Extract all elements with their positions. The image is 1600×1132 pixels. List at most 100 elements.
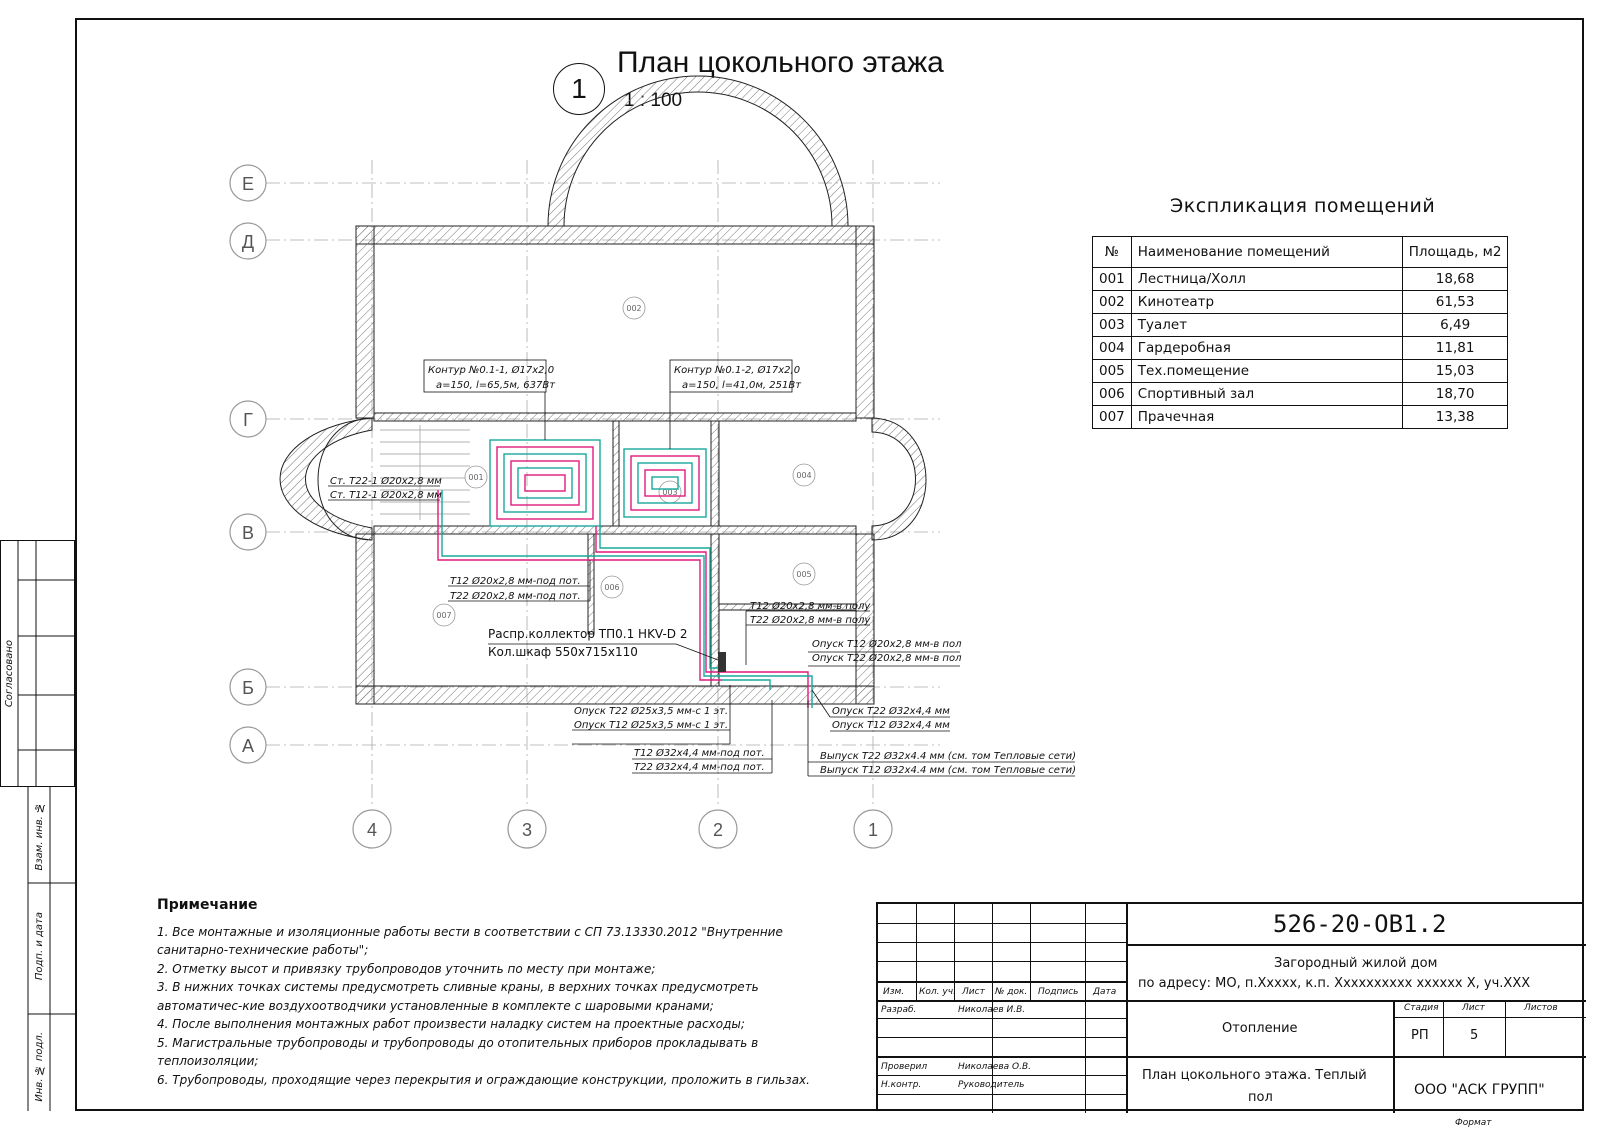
heating-loop-2: [623, 448, 707, 518]
stairs: [380, 425, 470, 520]
axis-bubble-G: [229, 400, 267, 438]
drop-t12-floor-label: Опуск Т12 Ø20х2,8 мм-в пол: [812, 638, 962, 650]
contour2-label-line1: Контур №0.1-2, Ø17х2,0: [674, 364, 800, 376]
view-title: План цокольного этажа: [617, 46, 944, 79]
outlet-t12-label: Выпуск Т12 Ø32х4.4 мм (см. том Тепловые …: [820, 764, 1076, 776]
explication-title: Экспликация помещений: [1170, 195, 1436, 217]
explication-header-number: №: [1092, 236, 1132, 268]
riser-t22-label: Ст. Т22-1 Ø20х2,8 мм: [330, 475, 442, 487]
col-izm: Изм.: [883, 987, 905, 997]
room-name: Туалет: [1130, 313, 1403, 337]
pipes: [437, 490, 813, 708]
collector-label-line1: Распр.коллектор ТП0.1 HKV-D 2: [488, 627, 687, 641]
room-number: 005: [1092, 359, 1132, 383]
room-number: 007: [1092, 405, 1132, 429]
axis-label-4: 4: [367, 820, 377, 840]
axis-bubble-3: [507, 809, 547, 849]
list-value: 5: [1470, 1028, 1479, 1043]
vzam-inv-label: Взам. инв. №: [34, 802, 45, 871]
room-label-006: 006: [604, 583, 619, 592]
room-area: 13,38: [1401, 405, 1509, 429]
note-item: 5. Магистральные трубопроводы и трубопро…: [157, 1035, 759, 1069]
room-area: 18,68: [1401, 267, 1509, 291]
contour1-label-line1: Контур №0.1-1, Ø17х2,0: [428, 364, 554, 376]
col-kol: Кол. уч.: [919, 987, 956, 997]
axis-label-E: Е: [242, 174, 254, 194]
note-item: 1. Все монтажные и изоляционные работы в…: [157, 924, 783, 958]
view-number-bubble: 1: [553, 63, 605, 115]
axis-label-1: 1: [868, 820, 878, 840]
explication-header-row: № Наименование помещений Площадь, м2: [1092, 236, 1509, 268]
t12-floor-label: Т12 Ø20х2,8 мм-в полу: [750, 600, 871, 612]
room-name: Прачечная: [1130, 405, 1403, 429]
side-approval-strip: Согласовано Взам. инв. № Подп. и дата Ин…: [0, 540, 75, 1111]
razrab-name: Николаев И.В.: [958, 1005, 1026, 1015]
nkontr-name: Руководитель: [958, 1080, 1025, 1090]
axis-bubble-2: [698, 809, 738, 849]
explication-header-area: Площадь, м2: [1401, 236, 1509, 268]
list-header: Лист: [1462, 1003, 1485, 1013]
proveril-name: Николаева О.В.: [958, 1062, 1032, 1072]
axis-bubble-B: [229, 668, 267, 706]
room-label-003: 003: [662, 488, 677, 497]
col-doc: № док.: [995, 987, 1028, 997]
room-number: 003: [1092, 313, 1132, 337]
walls: [279, 75, 927, 705]
room-label-001: 001: [468, 473, 483, 482]
drop-t22-floor-label: Опуск Т22 Ø20х2,8 мм-в пол: [812, 652, 962, 664]
notes-block: Примечание 1. Все монтажные и изоляционн…: [157, 896, 847, 1089]
col-data: Дата: [1093, 987, 1117, 997]
room-label-007: 007: [436, 611, 451, 620]
title-block: 526-20-ОВ1.2 Загородный жилой дом по адр…: [876, 902, 1586, 1113]
listov-header: Листов: [1524, 1003, 1558, 1013]
podp-data-label: Подп. и дата: [34, 912, 45, 981]
stadia-header: Стадия: [1404, 1003, 1439, 1013]
axis-label-A: А: [242, 736, 254, 756]
drawing-frame: [75, 18, 1584, 1111]
sheet-title-line1: План цокольного этажа. Теплый: [1142, 1068, 1367, 1083]
room-number: 002: [1092, 290, 1132, 314]
explication-table: № Наименование помещений Площадь, м2 001…: [1092, 236, 1509, 429]
room-tag-005: [792, 562, 816, 586]
axis-label-D: Д: [242, 232, 254, 252]
axis-bubble-1: [853, 809, 893, 849]
room-tag-001: [464, 465, 488, 489]
note-item: 4. После выполнения монтажных работ прои…: [157, 1017, 745, 1031]
collector-label-line2: Кол.шкаф 550х715х110: [488, 645, 638, 659]
nkontr-label: Н.контр.: [881, 1080, 922, 1090]
axis-label-3: 3: [522, 820, 532, 840]
room-tag-002: [622, 296, 646, 320]
t22-floor-label: Т22 Ø20х2,8 мм-в полу: [750, 614, 871, 626]
document-code: 526-20-ОВ1.2: [1273, 910, 1447, 938]
organization-name: ООО "АСК ГРУПП": [1414, 1082, 1545, 1098]
drop-t12-25-label: Опуск Т12 Ø25х3,5 мм-с 1 эт.: [574, 719, 728, 731]
drop-t22-32-label: Опуск Т22 Ø32х4,4 мм: [832, 705, 950, 717]
collector-cabinet: [718, 652, 726, 672]
object-name-line1: Загородный жилой дом: [1274, 956, 1438, 971]
stadia-value: РП: [1411, 1028, 1429, 1043]
contour1-label-line2: a=150, l=65,5м, 637Вт: [436, 380, 556, 391]
riser-t12-label: Ст. Т12-1 Ø20х2,8 мм: [330, 489, 442, 501]
t12-32-under-label: Т12 Ø32х4,4 мм-под пот.: [634, 747, 765, 759]
axis-label-B: Б: [242, 678, 254, 698]
room-name: Тех.помещение: [1130, 359, 1403, 383]
room-name: Спортивный зал: [1130, 382, 1403, 406]
col-list: Лист: [962, 987, 985, 997]
drop-t22-25-label: Опуск Т22 Ø25х3,5 мм-с 1 эт.: [574, 705, 728, 717]
outlet-t22-label: Выпуск Т22 Ø32х4.4 мм (см. том Тепловые …: [820, 750, 1076, 762]
note-item: 2. Отметку высот и привязку трубопроводо…: [157, 961, 656, 976]
room-area: 15,03: [1401, 359, 1509, 383]
notes-heading: Примечание: [157, 897, 258, 913]
soglasovano-label: Согласовано: [4, 640, 15, 708]
inv-podl-label: Инв. № подл.: [34, 1032, 45, 1102]
t12-under-label: Т12 Ø20х2,8 мм-под пот.: [450, 575, 581, 587]
proveril-label: Проверил: [881, 1062, 928, 1072]
room-label-005: 005: [796, 570, 811, 579]
contour2-label-line2: a=150, l=41,0м, 251Вт: [682, 380, 802, 391]
